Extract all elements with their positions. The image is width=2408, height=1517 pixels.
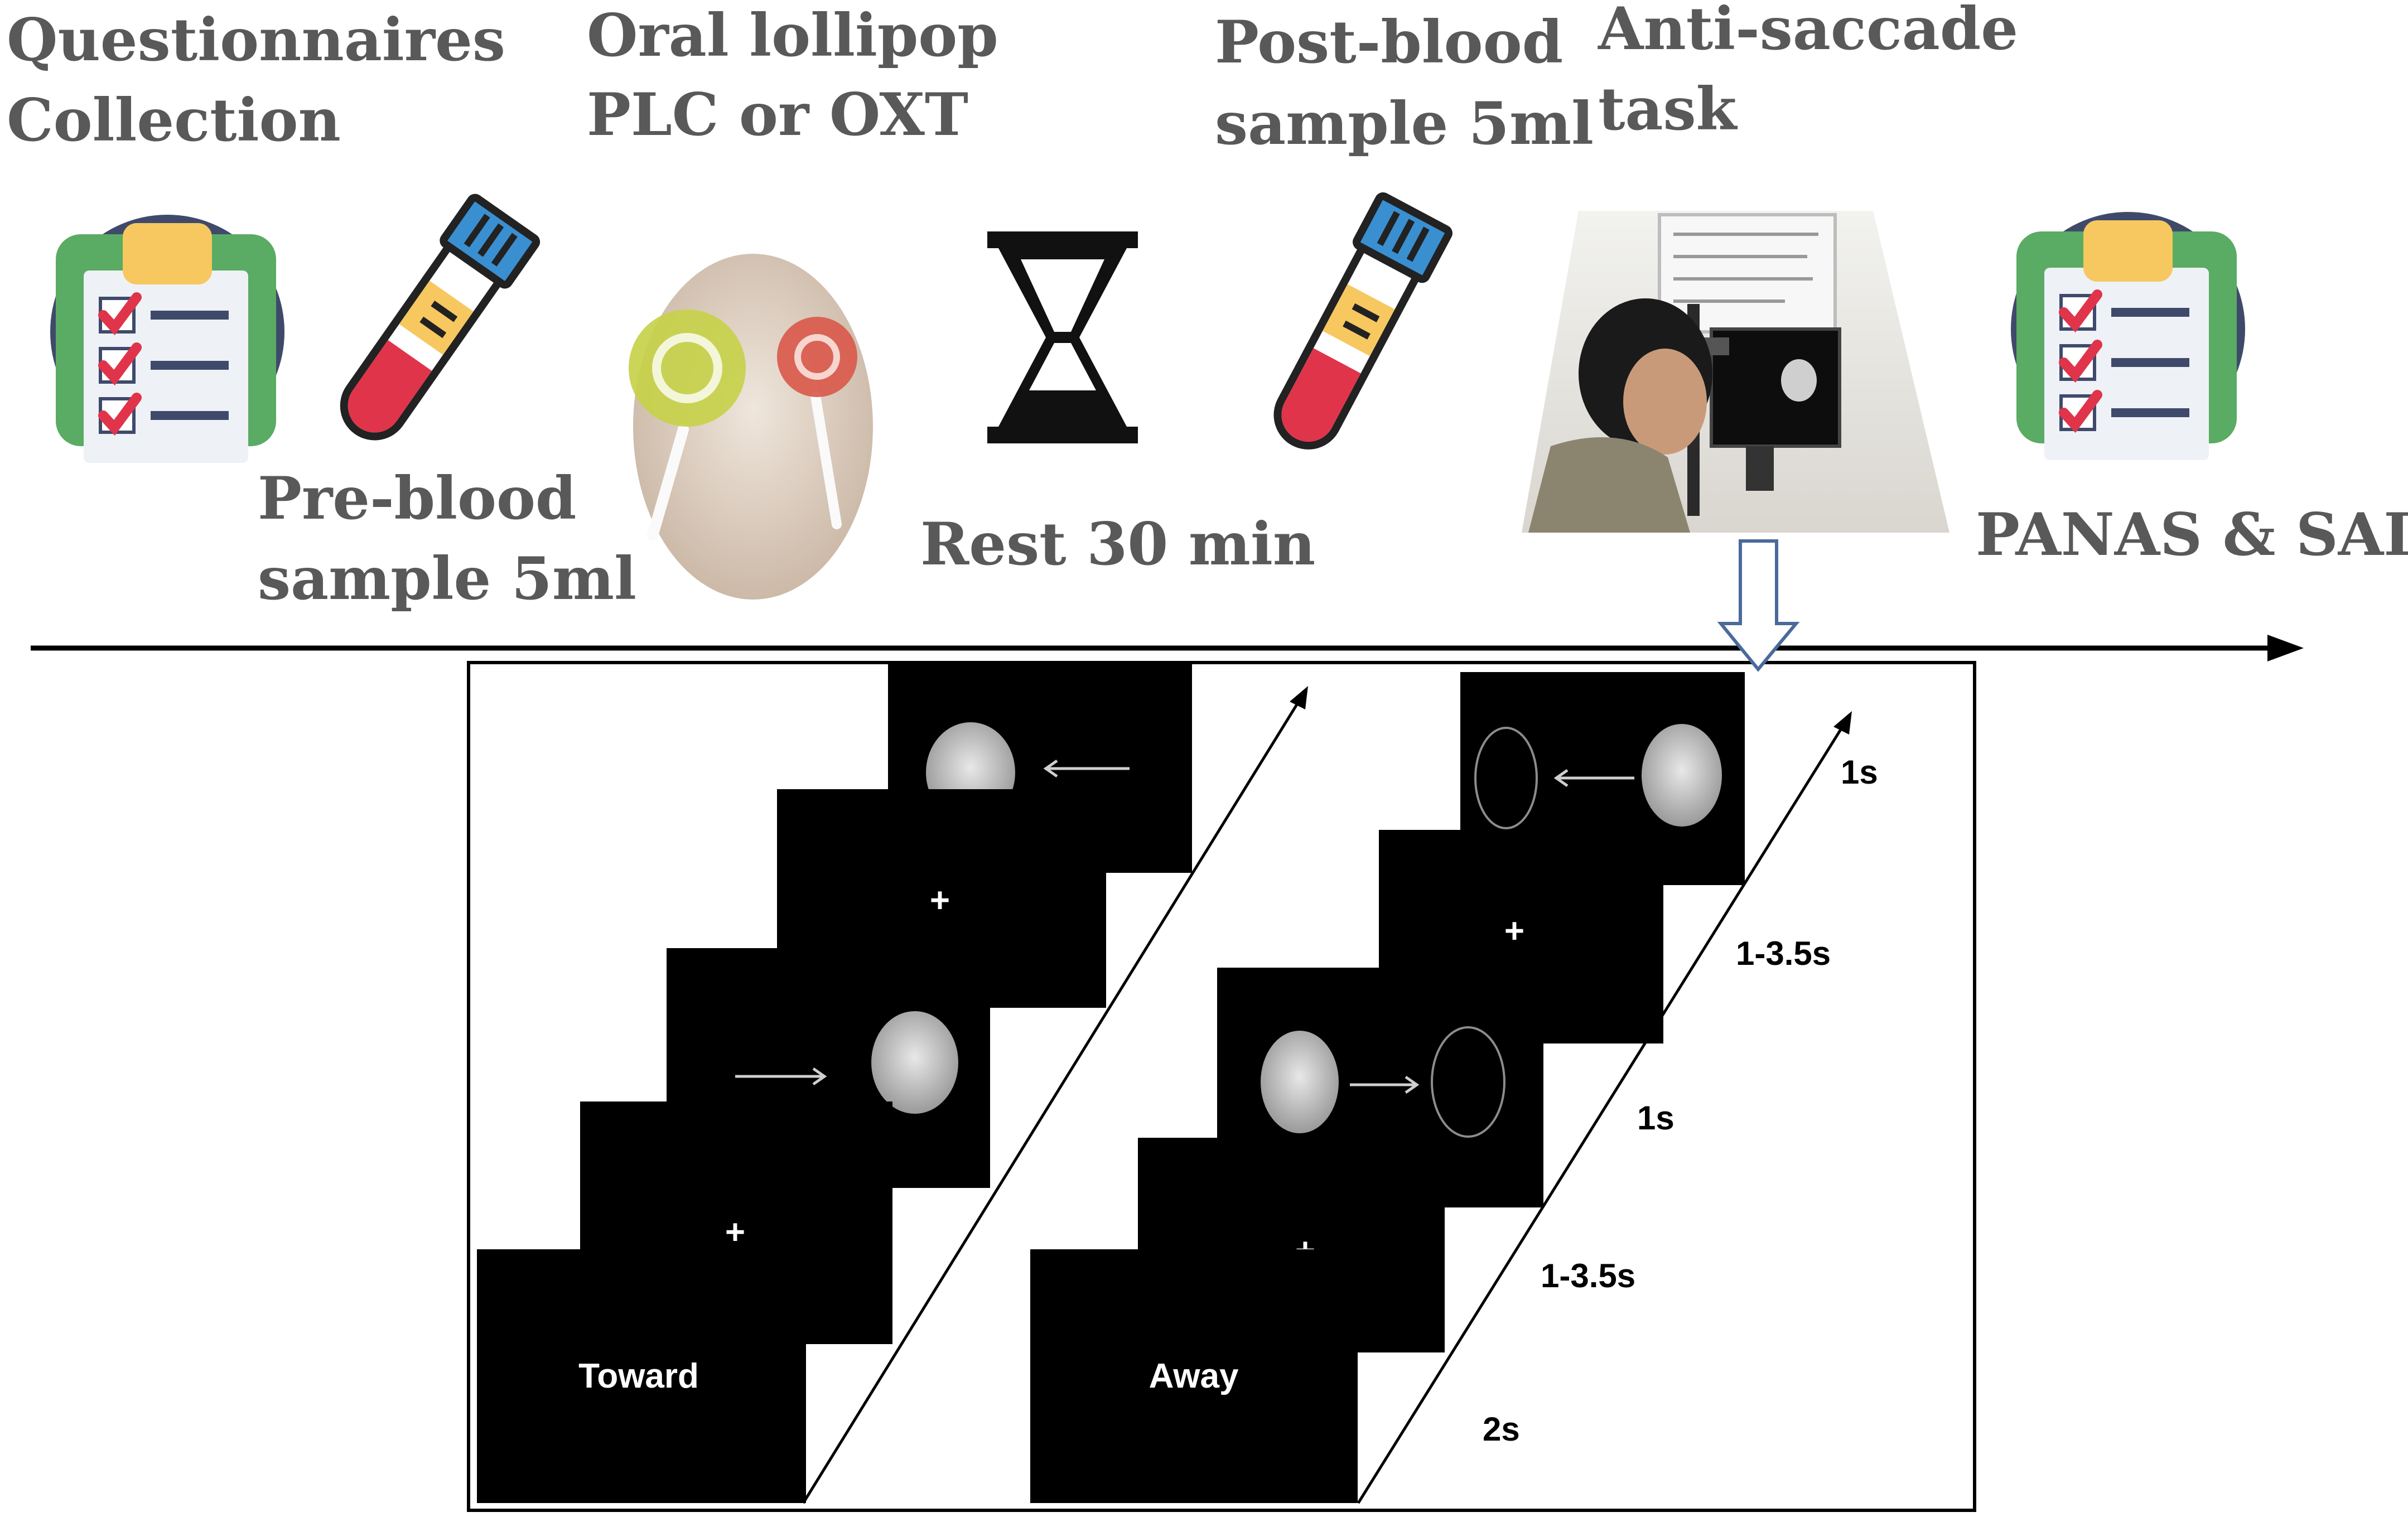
- post-blood-label: Post-blood sample 5ml: [1215, 7, 1594, 158]
- eye-tracking-photo: [1522, 211, 1949, 533]
- clipboard-icon: [2011, 212, 2245, 460]
- away-instruction-screen: [1030, 1249, 1358, 1503]
- oral-lollipop-label: Oral lollipop PLC or OXT: [587, 1, 1019, 149]
- duration-label: 2s: [1483, 1410, 1520, 1448]
- face-image: [1261, 1031, 1339, 1133]
- placeholder-oval: [1474, 727, 1538, 829]
- pre-blood-label: Pre-blood sample 5ml: [258, 463, 636, 613]
- lollipop-photo: [629, 254, 873, 600]
- fixation-cross: +: [725, 1213, 745, 1252]
- away-time-arrow: [1357, 711, 1852, 1504]
- fixation-cross: +: [1504, 912, 1524, 950]
- timeline-arrow: [31, 635, 2304, 661]
- anti-saccade-label: Anti-saccade task: [1598, 0, 2039, 143]
- toward-time-arrow: [802, 686, 1308, 1504]
- duration-label: 1s: [1637, 1099, 1674, 1137]
- hourglass-icon: [987, 231, 1138, 443]
- panas-sai-label: PANAS & SAI: [1976, 500, 2408, 569]
- toward-instruction-screen: [477, 1249, 806, 1503]
- clipboard-icon: [50, 215, 284, 463]
- down-arrow-icon: [1717, 539, 1800, 672]
- away-label: Away: [1149, 1357, 1239, 1395]
- fixation-cross: +: [930, 881, 950, 920]
- blood-tube-icon: [1273, 192, 1452, 450]
- duration-label: 1s: [1841, 753, 1878, 791]
- house-image: [871, 1011, 958, 1114]
- face-image: [1642, 724, 1722, 827]
- duration-label: 1-3.5s: [1541, 1257, 1635, 1294]
- placeholder-oval: [1431, 1026, 1505, 1138]
- questionnaires-label: Questionnaires Collection: [7, 5, 526, 154]
- toward-label: Toward: [578, 1357, 699, 1395]
- duration-label: 1-3.5s: [1736, 935, 1831, 972]
- away-sequence: + + Away: [1030, 672, 1745, 1503]
- rest-label: Rest 30 min: [920, 509, 1315, 578]
- blood-tube-icon: [340, 194, 541, 441]
- toward-sequence: + + Toward: [477, 664, 1192, 1503]
